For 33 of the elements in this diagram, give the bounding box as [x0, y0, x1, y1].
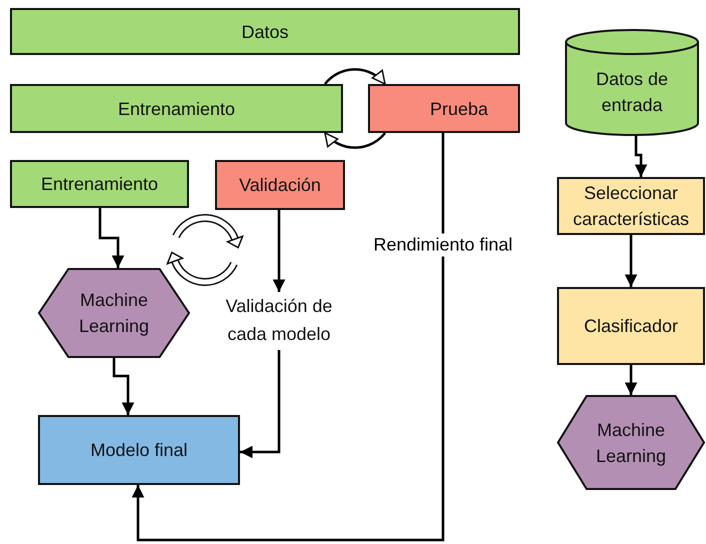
annotation-text: Validación de cada modelo: [204, 292, 354, 350]
arrow: [132, 133, 444, 542]
box-label: Entrenamiento: [40, 173, 158, 196]
box-label: Datos: [241, 20, 289, 44]
arrow: [240, 350, 280, 458]
box-label: Validación: [239, 174, 321, 197]
process-box: [10, 84, 343, 133]
process-box: [557, 177, 705, 235]
box-label: Machine Learning: [78, 289, 150, 338]
process-box: [215, 160, 345, 210]
box-label: Modelo final: [90, 439, 188, 462]
arrow: [98, 208, 124, 268]
process-box: [38, 415, 240, 485]
database-cylinder: [565, 30, 699, 135]
process-box: [557, 287, 705, 365]
box-label: Machine Learning: [594, 418, 668, 468]
hexagon-shape: [557, 395, 705, 490]
box-label: Prueba: [430, 98, 488, 120]
box-label: Clasificador: [584, 315, 678, 338]
box-label: Seleccionar características: [572, 182, 690, 231]
arrow: [624, 235, 638, 287]
box-label: Datos de entrada: [594, 68, 670, 116]
arrow: [272, 210, 286, 292]
arrow: [324, 68, 386, 85]
process-box: [10, 160, 189, 208]
box-label: Entrenamiento: [118, 98, 236, 120]
arrow: [634, 135, 648, 177]
hexagon-shape: [38, 268, 190, 358]
process-box: [10, 8, 520, 55]
process-box: [368, 84, 520, 133]
arrow: [324, 132, 386, 149]
arrow: [624, 365, 638, 395]
arrow: [112, 358, 134, 415]
